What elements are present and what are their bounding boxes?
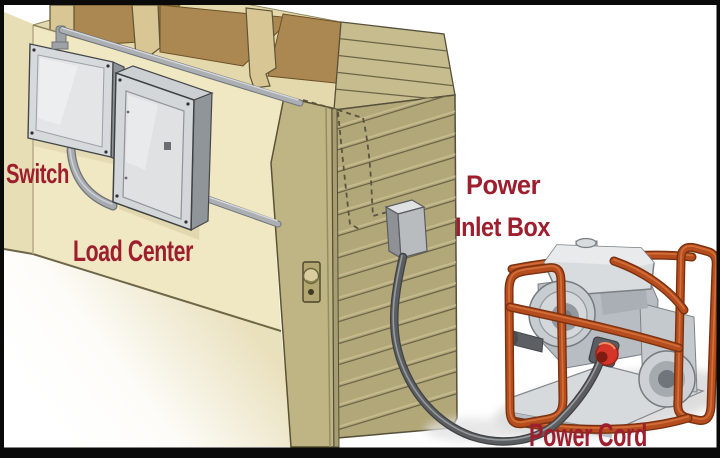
fuel-tank-top <box>544 245 654 266</box>
power-cord-label: Power Cord <box>529 417 647 453</box>
switch-label: Switch <box>6 158 69 189</box>
rafter-board <box>245 7 277 89</box>
power-inlet-label-line2: Inlet Box <box>455 212 550 242</box>
load-center-panel <box>112 65 214 232</box>
garage-floor <box>4 249 292 447</box>
panel-sheen <box>126 95 158 170</box>
doorknob-icon <box>302 261 321 303</box>
load-center-label: Load Center <box>73 235 194 268</box>
conduit-connector <box>51 41 69 50</box>
power-cord <box>390 252 606 446</box>
switch-panel <box>35 54 105 148</box>
door <box>270 96 340 448</box>
hidden-conduit-dashed <box>302 99 392 231</box>
left-wall <box>4 12 33 253</box>
power-inlet-label-line1: Power <box>466 170 541 200</box>
power-inlet-box <box>384 199 428 260</box>
transfer-switch-box <box>27 41 125 164</box>
fuel-cap-icon <box>575 237 597 249</box>
panel-latch <box>164 142 171 150</box>
switch-sheen <box>38 58 78 125</box>
service-conduit <box>55 25 304 107</box>
door-jamb <box>331 107 340 448</box>
exterior-siding <box>333 21 458 439</box>
labels: Switch Load Center Power Inlet Box Power… <box>6 158 648 453</box>
inlet-box-front <box>397 206 428 259</box>
door-stile-line <box>325 106 331 448</box>
panel-door <box>122 90 185 220</box>
flex-conduit <box>66 145 118 211</box>
generator-outlet <box>595 342 619 366</box>
